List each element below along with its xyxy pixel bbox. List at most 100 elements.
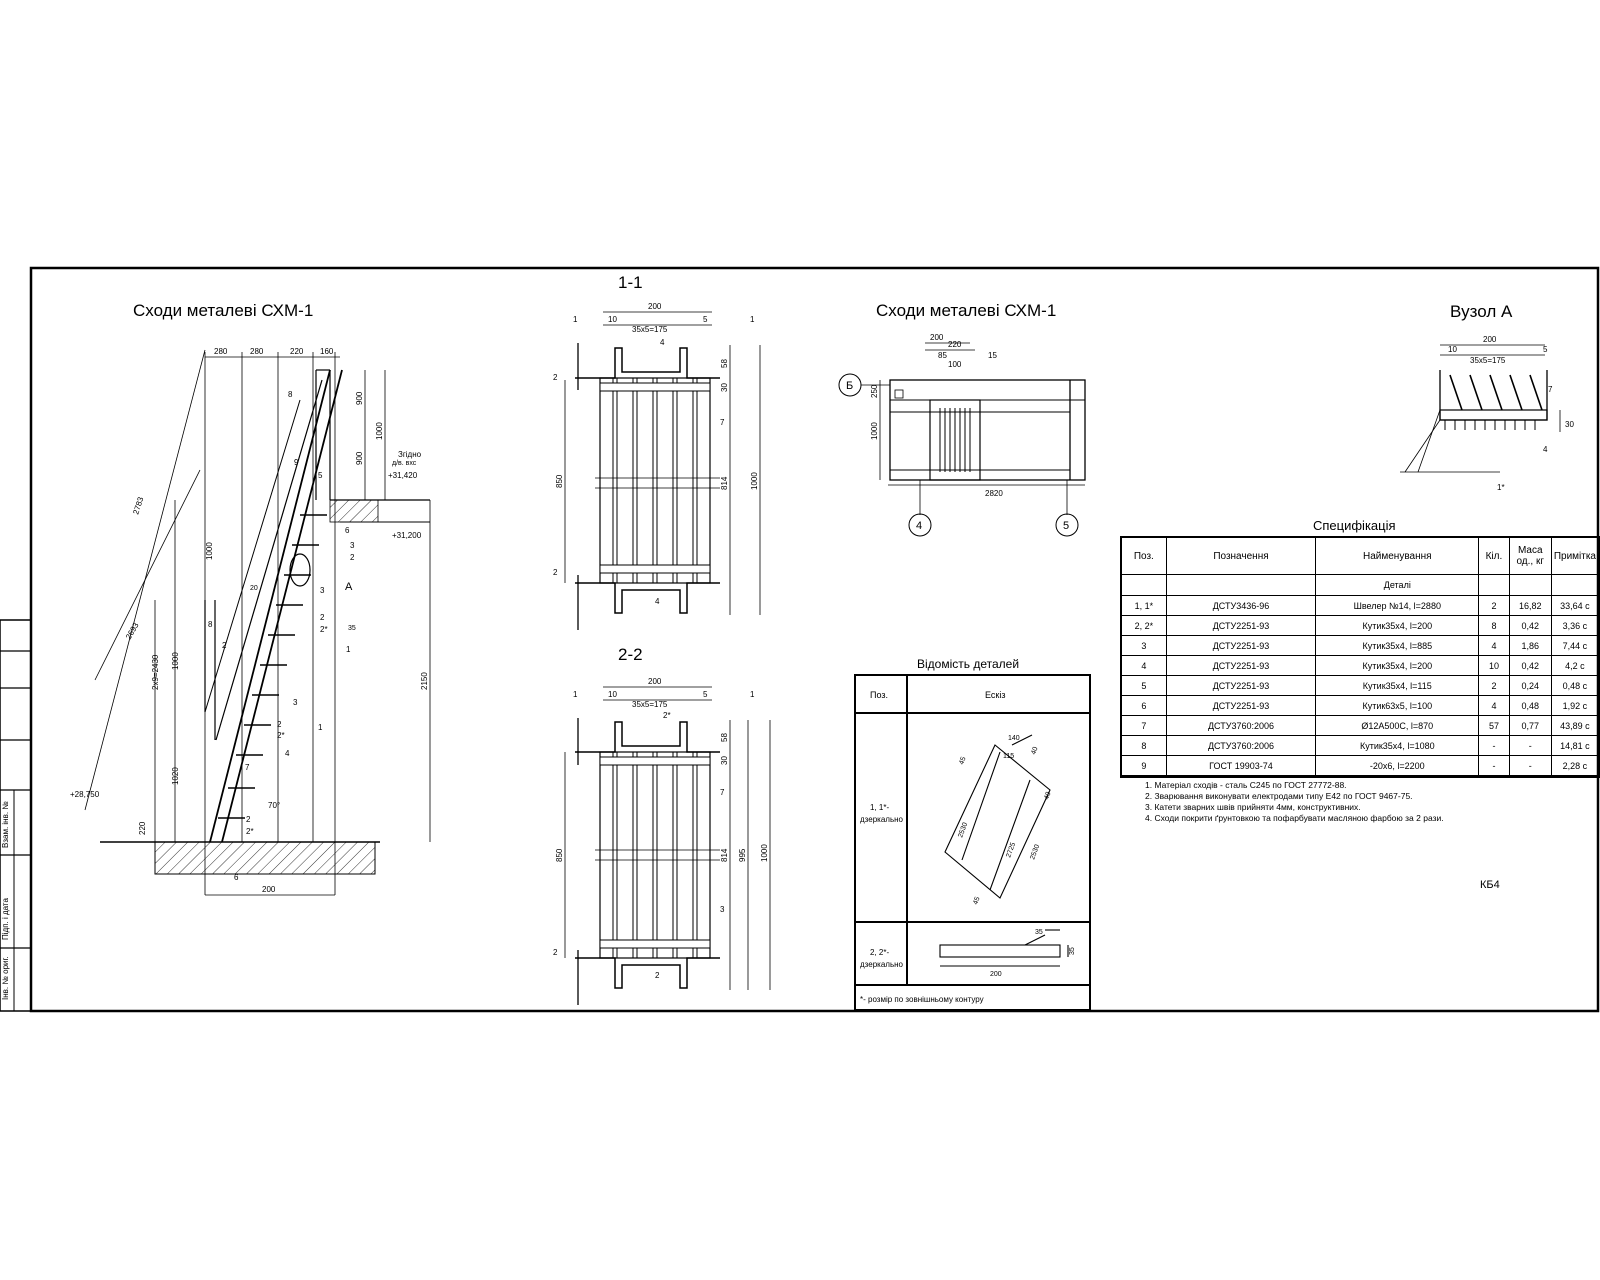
sec1-pos: 1 <box>750 315 755 324</box>
spec-cell: 14,81 с <box>1550 735 1600 756</box>
spec-cell: 4,2 с <box>1550 655 1600 676</box>
node-pos-7: 7 <box>1548 385 1553 394</box>
detail-dim-2: 35 <box>1069 947 1076 955</box>
spec-cell: 6 <box>1120 695 1167 716</box>
elev-pos: 4 <box>285 749 290 758</box>
plan-h1000: 1000 <box>870 422 879 440</box>
spec-cell: 4 <box>1120 655 1167 676</box>
sec2-pos: 1 <box>750 690 755 699</box>
sec2-pos: 2 <box>655 971 660 980</box>
detail-dim: 40 <box>1030 746 1039 756</box>
elev-right-dim-1: 900 <box>355 391 364 405</box>
spec-header: Кіл. <box>1478 536 1510 575</box>
detail-dim: 115 <box>1003 753 1014 760</box>
details-col-sketch: Ескіз <box>985 690 1005 700</box>
elev-floor-label: Згідно <box>398 450 422 459</box>
spec-cell: ДСТУ3760:2006 <box>1165 715 1317 736</box>
sec2-h850: 850 <box>555 848 564 862</box>
spec-cell: 2 <box>1478 595 1510 616</box>
spec-cell: 16,82 <box>1508 595 1552 616</box>
elev-pos: 3 <box>293 698 298 707</box>
elev-pos: 1 <box>346 645 351 654</box>
elev-pos: 2* <box>277 731 285 740</box>
spec-header: Позначення <box>1165 536 1317 575</box>
stair-elevation: Сходи металеві СХМ-1 280 280 220 160 278… <box>70 301 431 896</box>
elev-pos: 8 <box>208 620 213 629</box>
detail-dim: 40 <box>1043 791 1052 801</box>
elev-vert-4: 220 <box>138 821 147 835</box>
section-2-bars <box>612 752 698 958</box>
spec-cell: Швелер №14, l=2880 <box>1315 595 1480 616</box>
plan-d85: 85 <box>938 351 947 360</box>
spec-cell: 3 <box>1120 635 1167 656</box>
stair-treads <box>218 514 327 819</box>
sec1-spacing: 35х5=175 <box>632 325 668 334</box>
spec-cell: 43,89 с <box>1550 715 1600 736</box>
spec-cell: 7,44 с <box>1550 635 1600 656</box>
plan-d200: 200 <box>930 333 944 342</box>
details-row2-pos-2: дзеркально <box>860 960 904 969</box>
plan-axis-5: 5 <box>1063 520 1069 532</box>
spec-cell: ДСТУ2251-93 <box>1165 615 1317 636</box>
sheet-code: КБ4 <box>1480 879 1500 891</box>
stamp-label-date: Підп. і дата <box>1 898 10 940</box>
sec2-spacing: 35х5=175 <box>632 700 668 709</box>
spec-cell: 2, 2* <box>1120 615 1167 636</box>
plan-grating <box>939 408 971 472</box>
stamp-label-orig: Інв. № ориг. <box>1 956 10 1000</box>
elevation-title: Сходи металеві СХМ-1 <box>133 301 313 320</box>
spec-cell: 10 <box>1478 655 1510 676</box>
note-item: 2. Зварювання виконувати електродами тип… <box>1145 791 1413 801</box>
spec-cell: 8 <box>1478 615 1510 636</box>
elev-pos: 7 <box>245 763 250 772</box>
elev-right-dim-3: 900 <box>355 451 364 465</box>
sec2-pos: 2* <box>663 711 671 720</box>
elev-pos: 8 <box>288 390 293 399</box>
spec-cell: Кутик35х4, l=1080 <box>1315 735 1480 756</box>
stair-plan: Сходи металеві СХМ-1 4 5 Б 200 <box>838 301 1086 537</box>
sec1-pos: 1 <box>573 315 578 324</box>
elev-pos: 5 <box>318 471 323 480</box>
elev-diag-2: 2693 <box>124 621 141 641</box>
details-row2-pos: 2, 2*- <box>870 948 889 957</box>
sec2-d200: 200 <box>648 677 662 686</box>
spec-cell: 8 <box>1120 735 1167 756</box>
elev-total-height: 2150 <box>420 672 429 690</box>
specification-table: Поз. Позначення Найменування Кіл. Маса о… <box>1120 536 1600 778</box>
section-1-title: 1-1 <box>618 273 643 292</box>
elev-node-a: А <box>345 581 353 593</box>
elev-pos: 2* <box>246 827 254 836</box>
elev-pos: 3 <box>320 586 325 595</box>
elev-pos: 9 <box>294 458 299 467</box>
sec1-pos: 2 <box>553 373 558 382</box>
node-spacing: 35х5=175 <box>1470 356 1506 365</box>
plan-h250: 250 <box>870 384 879 398</box>
spec-cell: ДСТУ2251-93 <box>1165 695 1317 716</box>
elev-pos: 1 <box>318 723 323 732</box>
sec2-d10: 10 <box>608 690 617 699</box>
elev-bottom-dim: 200 <box>262 885 276 894</box>
sec2-h58: 58 <box>720 733 729 742</box>
spec-cell: Кутик35х4, l=885 <box>1315 635 1480 656</box>
elev-small-1: 35 <box>348 625 356 632</box>
elev-pos: 3 <box>350 541 355 550</box>
elev-vert-2: 1000 <box>171 652 180 670</box>
sec1-h814: 814 <box>720 476 729 490</box>
elev-pos: 2* <box>320 625 328 634</box>
spec-cell: 5 <box>1120 675 1167 696</box>
section-2-title: 2-2 <box>618 645 643 664</box>
spec-cell: Кутик35х4, l=200 <box>1315 615 1480 636</box>
spec-cell: 0,24 <box>1508 675 1552 696</box>
section-2-2: 2-2 200 10 5 35х5=175 850 58 30 814 995 <box>553 645 771 1005</box>
node-pos-1: 1* <box>1497 483 1505 492</box>
sec1-d200: 200 <box>648 302 662 311</box>
spec-cell: ДСТУ2251-93 <box>1165 635 1317 656</box>
elev-vert-3: 1020 <box>171 767 180 785</box>
node-d10: 10 <box>1448 345 1457 354</box>
spec-cell: ДСТУ3760:2006 <box>1165 735 1317 756</box>
